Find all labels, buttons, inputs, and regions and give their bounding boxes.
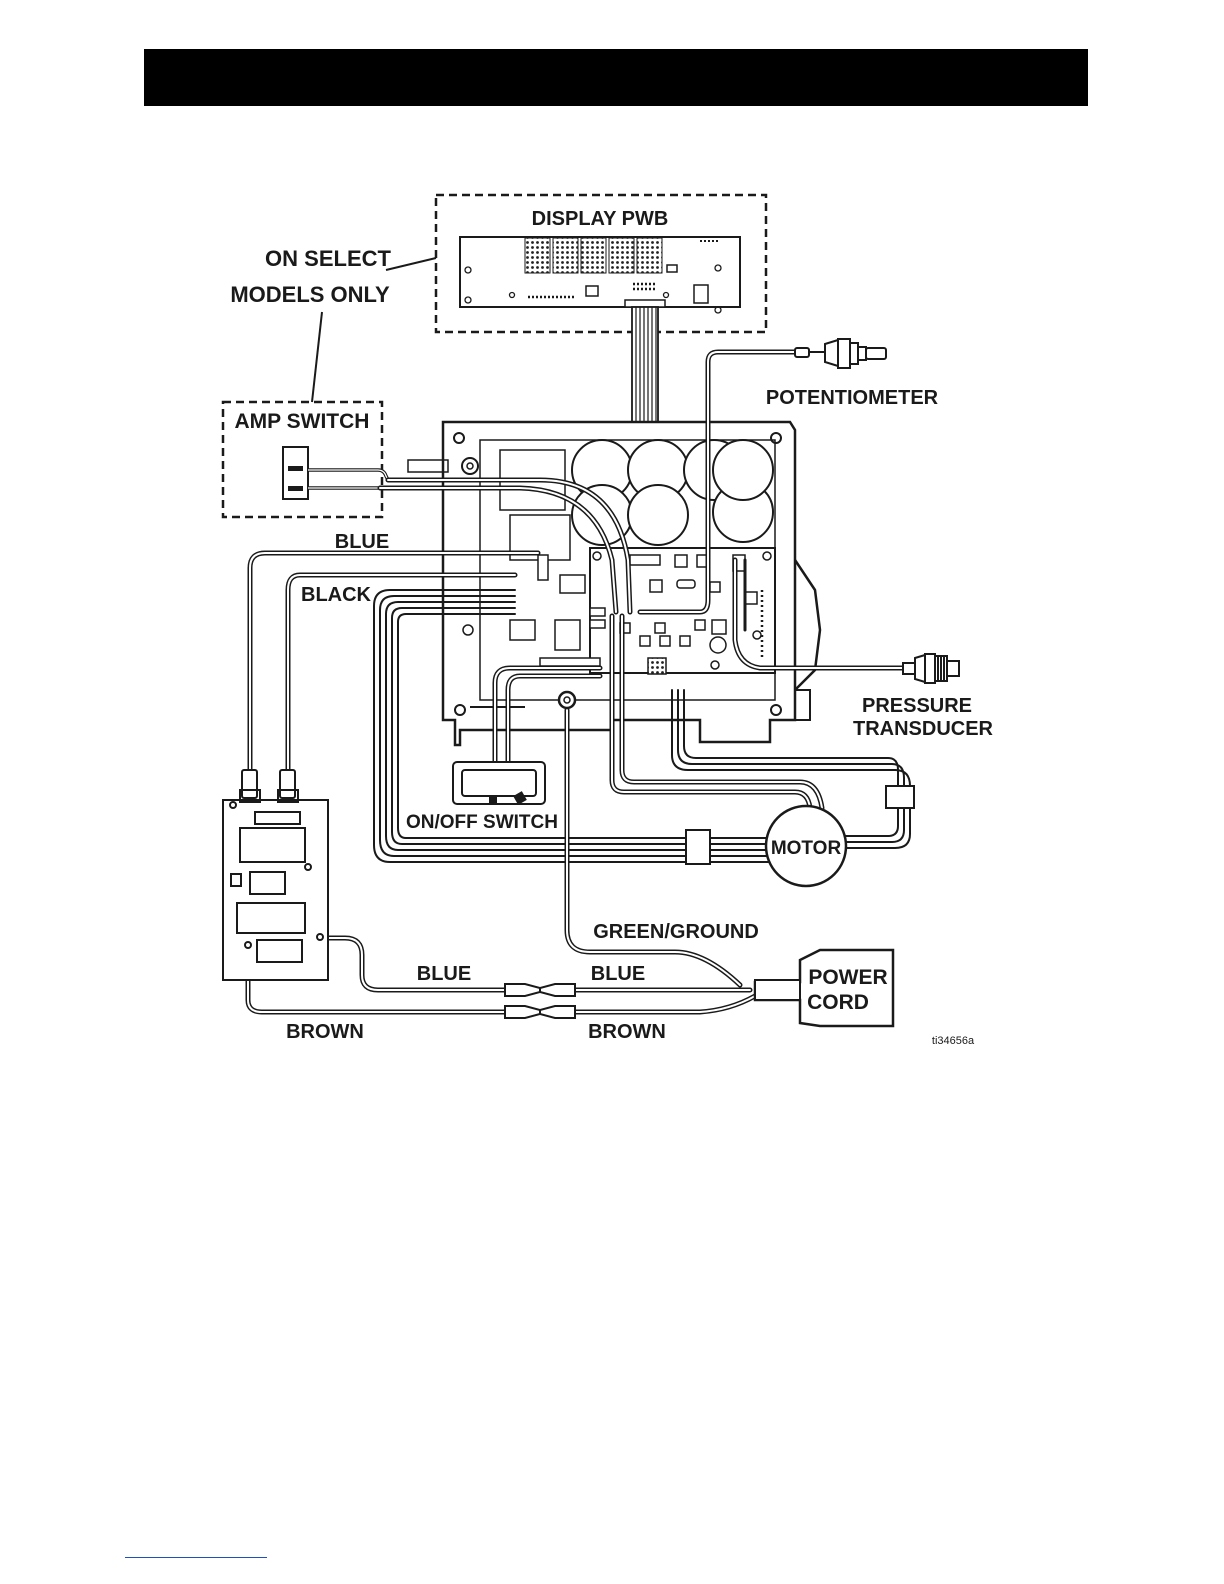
on-off-switch-component [453, 762, 545, 804]
label-models-only: MODELS ONLY [230, 282, 390, 307]
label-black: BLACK [301, 584, 372, 606]
label-blue-right: BLUE [591, 963, 645, 985]
label-motor: MOTOR [771, 838, 842, 859]
label-amp-switch: AMP SWITCH [235, 410, 370, 433]
label-pressure: PRESSURE [862, 695, 972, 717]
label-transducer: TRANSDUCER [853, 718, 994, 740]
leader-line-display [386, 258, 436, 270]
label-blue-top: BLUE [335, 531, 389, 553]
label-blue-left: BLUE [417, 963, 471, 985]
label-cord: CORD [807, 991, 869, 1014]
amp-switch-body [283, 447, 308, 499]
label-brown-right: BROWN [588, 1021, 666, 1043]
label-on-off-switch: ON/OFF SWITCH [406, 812, 558, 833]
label-green-ground: GREEN/GROUND [593, 921, 759, 943]
potentiometer-component [795, 339, 886, 368]
ground-ring-terminal [559, 692, 575, 708]
figure-id: ti34656a [932, 1035, 975, 1047]
label-display-pwb: DISPLAY PWB [532, 208, 669, 230]
pressure-transducer-component [903, 654, 959, 683]
label-on-select: ON SELECT [265, 246, 391, 271]
footer-rule [125, 1557, 267, 1558]
label-brown-left: BROWN [286, 1021, 364, 1043]
inline-connectors [505, 984, 575, 1018]
label-power: POWER [808, 966, 887, 989]
leader-line-amp [312, 312, 322, 402]
label-potentiometer: POTENTIOMETER [766, 387, 939, 409]
power-supply-board [223, 770, 328, 980]
display-digits [525, 238, 662, 273]
